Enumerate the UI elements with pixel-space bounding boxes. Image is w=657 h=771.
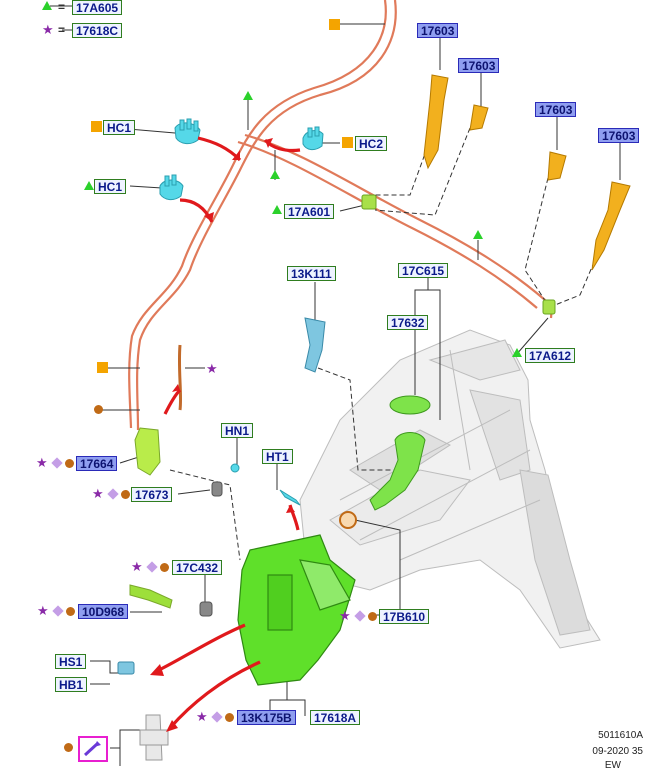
label-10d968: 10D968 <box>78 604 129 619</box>
circle-icon <box>65 459 74 468</box>
level-sensor <box>117 317 326 675</box>
label-17664: 17664 <box>76 456 118 471</box>
drawing-initials: EW <box>604 760 621 771</box>
triangle-icon <box>84 181 94 190</box>
label-hc1-mid: HC1 <box>94 179 127 194</box>
label-17b610: 17B610 <box>379 609 430 624</box>
hose-clips <box>159 118 324 201</box>
circle-icon <box>121 490 130 499</box>
label-13k111: 13K111 <box>287 266 336 281</box>
triangle-icon <box>270 170 280 179</box>
label-hc1-top: HC1 <box>103 120 136 135</box>
star-icon: ★ <box>206 361 218 376</box>
square-icon <box>91 121 102 132</box>
filler-neck <box>339 395 431 529</box>
triangle-icon <box>272 205 282 214</box>
triangle-icon <box>473 230 483 239</box>
label-ht1: HT1 <box>262 449 293 464</box>
legend-equals: = <box>58 23 66 37</box>
triangle-icon <box>42 1 52 10</box>
star-icon: ★ <box>37 603 49 618</box>
label-17603-1: 17603 <box>417 23 459 38</box>
reservoir-bracket <box>139 714 169 761</box>
label-17c432: 17C432 <box>172 560 223 575</box>
washer-reservoir <box>237 534 356 686</box>
hose-lines <box>128 0 553 431</box>
square-icon <box>329 19 340 30</box>
label-17a601: 17A601 <box>284 204 335 219</box>
label-13k175b: 13K175B <box>237 710 296 725</box>
label-17632: 17632 <box>387 315 429 330</box>
star-icon: ★ <box>131 559 143 574</box>
legend-star-ref: 17618C <box>72 23 123 38</box>
triangle-icon <box>243 91 253 100</box>
square-icon <box>342 137 353 148</box>
label-17618a: 17618A <box>310 710 361 725</box>
label-hn1: HN1 <box>221 423 254 438</box>
drawing-date: 09-2020 35 <box>592 746 643 757</box>
star-icon: ★ <box>42 22 54 37</box>
circle-icon <box>225 713 234 722</box>
label-17673: 17673 <box>131 487 173 502</box>
leader-lines <box>50 5 621 766</box>
washer-pump <box>129 427 301 617</box>
legend-equals: = <box>58 0 66 14</box>
circle-icon <box>66 607 75 616</box>
hose-connectors <box>361 194 556 315</box>
label-17603-4: 17603 <box>598 128 640 143</box>
label-17a612: 17A612 <box>525 348 576 363</box>
star-icon: ★ <box>92 486 104 501</box>
label-17c615: 17C615 <box>398 263 449 278</box>
star-icon: ★ <box>36 455 48 470</box>
triangle-icon <box>512 348 522 357</box>
red-arrowheads <box>150 138 295 732</box>
drawing-code: 5011610A <box>598 730 643 741</box>
circle-icon <box>64 743 73 752</box>
label-hs1: HS1 <box>55 654 87 669</box>
legend-triangle-ref: 17A605 <box>72 0 123 15</box>
washer-nozzles <box>423 74 631 271</box>
circle-icon <box>94 405 103 414</box>
star-icon: ★ <box>339 608 351 623</box>
label-hb1: HB1 <box>55 677 88 692</box>
square-icon <box>97 362 108 373</box>
circle-icon <box>368 612 377 621</box>
circle-icon <box>160 563 169 572</box>
note-icon <box>78 736 108 762</box>
label-hc2: HC2 <box>355 136 388 151</box>
star-icon: ★ <box>196 709 208 724</box>
label-17603-3: 17603 <box>535 102 577 117</box>
label-17603-2: 17603 <box>458 58 500 73</box>
